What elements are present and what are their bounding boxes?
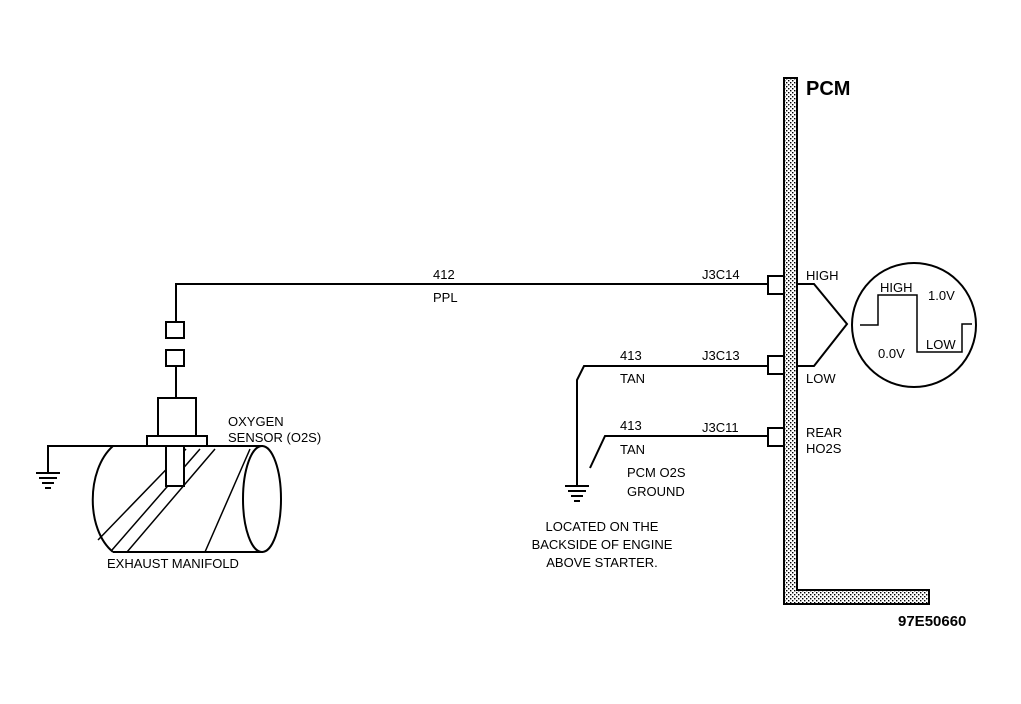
pin-j3c13-label: J3C13 bbox=[702, 348, 740, 363]
ground-label-line2: GROUND bbox=[627, 484, 685, 499]
ground-note-line3: ABOVE STARTER. bbox=[546, 555, 658, 570]
pcm-comparator-icon bbox=[796, 283, 849, 367]
manifold-ground-symbol bbox=[36, 445, 147, 489]
ground-label-line1: PCM O2S bbox=[627, 465, 686, 480]
wire-413-tan-j3c11 bbox=[589, 435, 768, 469]
pcm-o2s-ground-symbol bbox=[565, 485, 589, 502]
pcm-pin-high-label: HIGH bbox=[806, 268, 839, 283]
sensor-label-line2: SENSOR (O2S) bbox=[228, 430, 321, 445]
manifold-label: EXHAUST MANIFOLD bbox=[107, 556, 239, 571]
pcm-pin-ho2s-label: HO2S bbox=[806, 441, 842, 456]
pin-j3c11-label: J3C11 bbox=[702, 420, 739, 435]
pin-j3c14-label: J3C14 bbox=[702, 267, 740, 282]
scope-low-label: LOW bbox=[926, 337, 956, 352]
wire-412-circuit: 412 bbox=[433, 267, 455, 282]
scope-low-voltage: 0.0V bbox=[878, 346, 905, 361]
wire-413a-circuit: 413 bbox=[620, 348, 642, 363]
wire-413-tan-j3c13 bbox=[576, 365, 768, 486]
pin-j3c13-connector bbox=[767, 355, 785, 375]
figure-id: 97E50660 bbox=[898, 613, 966, 630]
pcm-module-outline bbox=[783, 77, 930, 605]
voltage-scope-circle bbox=[851, 262, 977, 388]
wire-413b-color: TAN bbox=[620, 442, 645, 457]
pin-j3c11-connector bbox=[767, 427, 785, 447]
sensor-connector-upper bbox=[165, 321, 185, 339]
sensor-label-line1: OXYGEN bbox=[228, 414, 284, 429]
pcm-pin-rear-label: REAR bbox=[806, 425, 842, 440]
exhaust-manifold bbox=[91, 445, 282, 553]
sensor-probe bbox=[165, 445, 185, 487]
wire-412-color: PPL bbox=[433, 290, 458, 305]
wire-413a-color: TAN bbox=[620, 371, 645, 386]
ground-note-line1: LOCATED ON THE bbox=[546, 519, 659, 534]
scope-high-label: HIGH bbox=[880, 280, 913, 295]
voltage-waveform bbox=[860, 294, 972, 353]
pin-j3c14-connector bbox=[767, 275, 785, 295]
wire-412-ppl bbox=[175, 283, 768, 322]
ground-note-line2: BACKSIDE OF ENGINE bbox=[532, 537, 673, 552]
wire-413b-circuit: 413 bbox=[620, 418, 642, 433]
oxygen-sensor-body bbox=[157, 397, 197, 437]
oxygen-sensor-flange bbox=[146, 435, 208, 447]
pcm-title: PCM bbox=[806, 78, 850, 100]
sensor-connector-lower bbox=[165, 349, 185, 367]
scope-high-voltage: 1.0V bbox=[928, 288, 955, 303]
pcm-pin-low-label: LOW bbox=[806, 371, 836, 386]
